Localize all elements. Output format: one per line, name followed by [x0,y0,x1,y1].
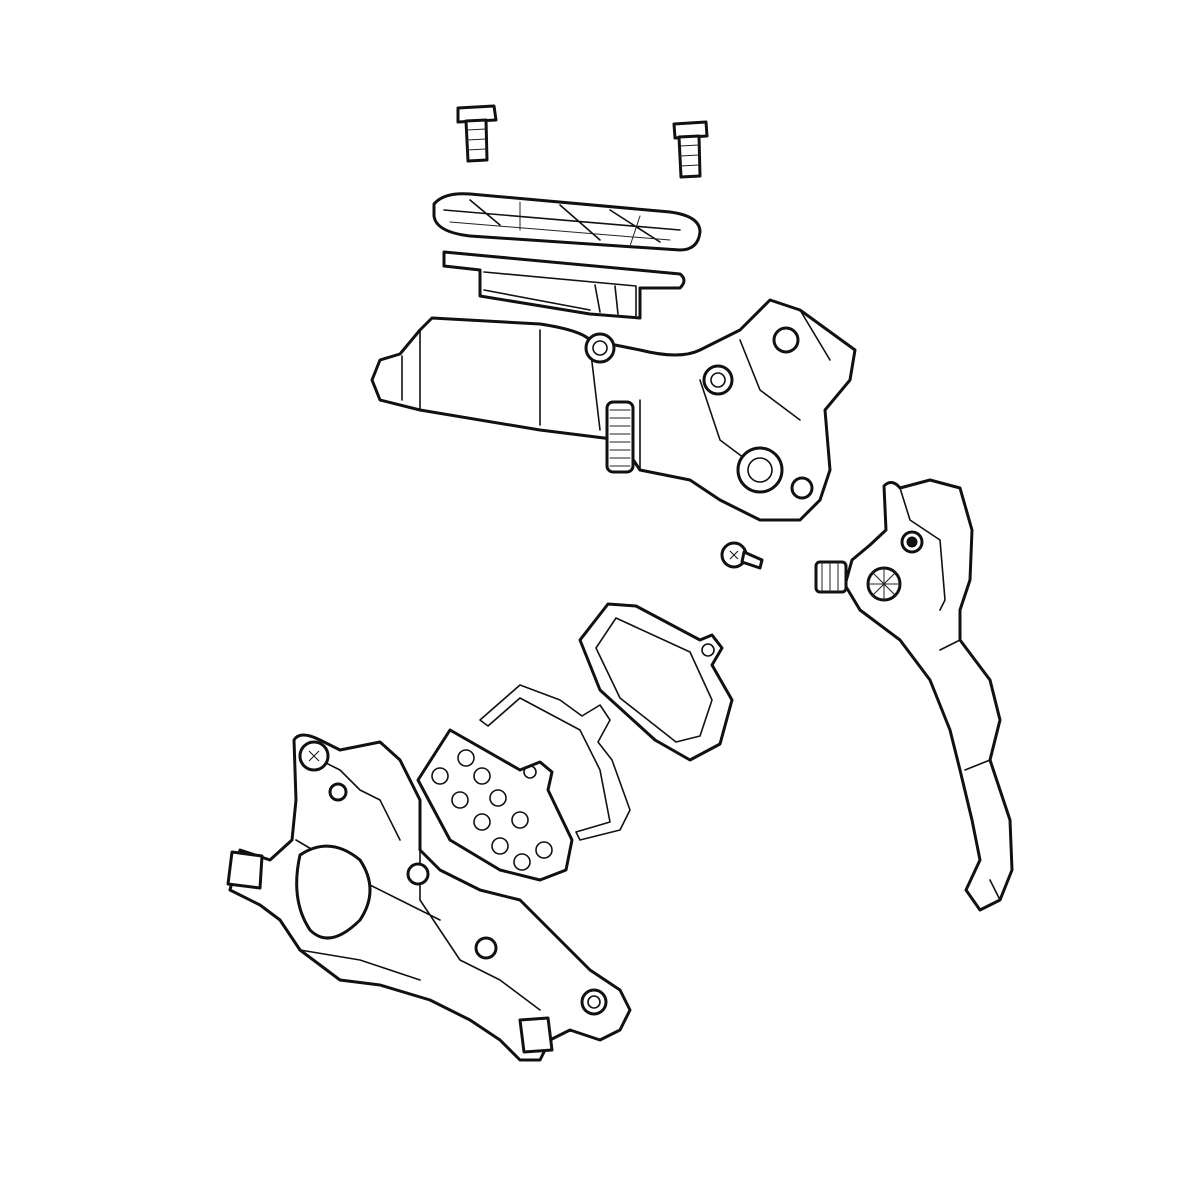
reservoir-bolt-right [672,120,709,179]
brake-caliper [226,733,632,1062]
reservoir-diaphragm [442,250,686,320]
reservoir-bolt-left [456,104,498,163]
small-torx-screw [720,541,764,570]
brake-pad-front [578,602,734,762]
pad-spring-clip [479,684,631,841]
master-cylinder-body [370,298,857,522]
reservoir-cover [432,192,702,252]
brake-lever-blade [814,478,1014,912]
brake-pad-back [416,728,574,882]
